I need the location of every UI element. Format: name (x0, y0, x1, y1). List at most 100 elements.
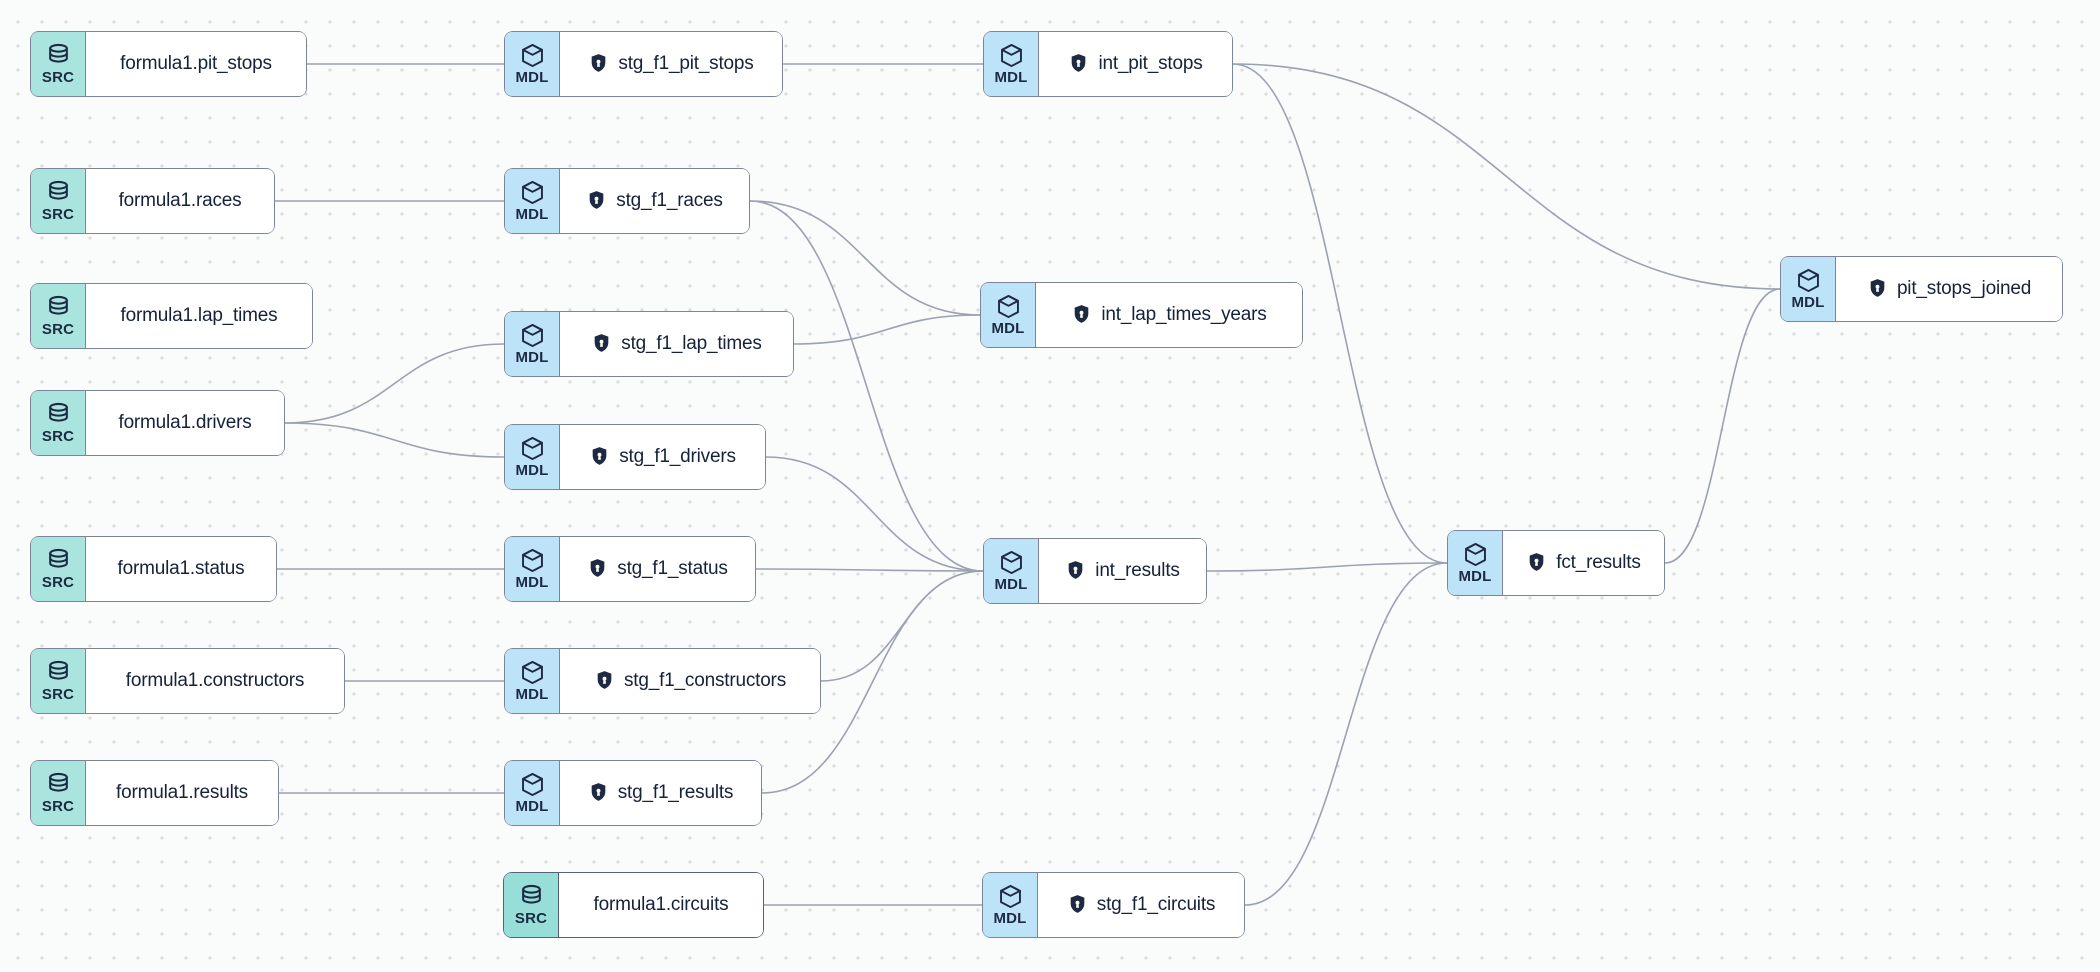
cube-icon (997, 883, 1024, 910)
node-type-cell: SRC (31, 537, 86, 601)
node-src_pit_stops[interactable]: SRC formula1.pit_stops (30, 31, 307, 97)
node-stg_lap_times[interactable]: MDL stg_f1_lap_times (504, 311, 794, 377)
edge-stg_drivers-int_results (765, 456, 984, 572)
node-stg_status[interactable]: MDL stg_f1_status (504, 536, 756, 602)
node-type-label: SRC (41, 574, 75, 592)
node-int_pit_stops[interactable]: MDL int_pit_stops (983, 31, 1233, 97)
node-label: stg_f1_constructors (623, 670, 786, 691)
node-type-cell: MDL (983, 873, 1038, 937)
node-pit_stops_joined[interactable]: MDL pit_stops_joined (1780, 256, 2063, 322)
database-icon (45, 42, 72, 69)
edge-stg_races-int_lap_times_years (749, 200, 981, 316)
shield-icon (1065, 560, 1086, 583)
node-type-cell: MDL (981, 283, 1036, 347)
cube-icon (519, 322, 546, 349)
node-type-label: SRC (41, 428, 75, 446)
node-type-label: SRC (41, 69, 75, 87)
cube-icon (1462, 541, 1489, 568)
node-type-label: SRC (41, 798, 75, 816)
node-src_results[interactable]: SRC formula1.results (30, 760, 279, 826)
node-label: pit_stops_joined (1896, 278, 2032, 299)
node-stg_results[interactable]: MDL stg_f1_results (504, 760, 762, 826)
node-type-cell: SRC (31, 649, 86, 713)
node-stg_constructors[interactable]: MDL stg_f1_constructors (504, 648, 821, 714)
node-label: formula1.lap_times (120, 305, 278, 326)
node-stg_pit_stops[interactable]: MDL stg_f1_pit_stops (504, 31, 783, 97)
node-type-cell: MDL (505, 537, 560, 601)
node-type-label: MDL (515, 462, 549, 480)
node-src_status[interactable]: SRC formula1.status (30, 536, 277, 602)
node-label: stg_f1_status (617, 558, 728, 579)
shield-icon (594, 670, 615, 693)
node-label: stg_f1_races (616, 190, 723, 211)
database-icon (45, 401, 72, 428)
database-icon (45, 659, 72, 686)
node-fct_results[interactable]: MDL fct_results (1447, 530, 1665, 596)
cube-icon (519, 42, 546, 69)
node-stg_drivers[interactable]: MDL stg_f1_drivers (504, 424, 766, 490)
node-type-label: MDL (1458, 568, 1492, 586)
edge-stg_results-int_results (761, 570, 984, 794)
node-type-cell: MDL (505, 169, 560, 233)
node-type-label: SRC (41, 206, 75, 224)
shield-icon (587, 558, 608, 581)
edge-src_drivers-stg_drivers (284, 422, 505, 458)
cube-icon (519, 771, 546, 798)
node-stg_races[interactable]: MDL stg_f1_races (504, 168, 750, 234)
edge-int_results-fct_results (1206, 562, 1448, 572)
node-label: formula1.races (118, 190, 242, 211)
node-type-cell: MDL (1448, 531, 1503, 595)
node-src_circuits[interactable]: SRC formula1.circuits (503, 872, 764, 938)
node-src_drivers[interactable]: SRC formula1.drivers (30, 390, 285, 456)
node-type-label: MDL (1791, 294, 1825, 312)
node-type-label: MDL (994, 576, 1028, 594)
node-src_constructors[interactable]: SRC formula1.constructors (30, 648, 345, 714)
shield-icon (1867, 278, 1888, 301)
edge-stg_status-int_results (755, 568, 984, 572)
node-label: int_pit_stops (1098, 53, 1203, 74)
cube-icon (998, 549, 1025, 576)
node-label: fct_results (1556, 552, 1641, 573)
node-type-label: MDL (515, 206, 549, 224)
node-type-cell: MDL (505, 32, 560, 96)
node-type-cell: MDL (505, 312, 560, 376)
node-src_races[interactable]: SRC formula1.races (30, 168, 275, 234)
edge-stg_races-int_results (749, 200, 984, 572)
node-type-cell: MDL (984, 32, 1039, 96)
node-label: formula1.constructors (125, 670, 305, 691)
edge-int_pit_stops-fct_results (1232, 63, 1448, 564)
node-label: stg_f1_lap_times (621, 333, 762, 354)
node-type-cell: MDL (505, 649, 560, 713)
shield-icon (1071, 304, 1092, 327)
cube-icon (1795, 267, 1822, 294)
node-type-cell: MDL (505, 761, 560, 825)
node-label: formula1.pit_stops (120, 53, 272, 74)
node-type-cell: SRC (31, 761, 86, 825)
node-int_lap_times_years[interactable]: MDL int_lap_times_years (980, 282, 1303, 348)
node-label: stg_f1_circuits (1096, 894, 1216, 915)
node-type-cell: SRC (31, 169, 86, 233)
node-label: formula1.drivers (118, 412, 252, 433)
node-type-label: MDL (515, 574, 549, 592)
node-type-cell: MDL (984, 539, 1039, 603)
node-type-label: MDL (515, 798, 549, 816)
cube-icon (519, 547, 546, 574)
node-type-label: MDL (515, 69, 549, 87)
shield-icon (588, 782, 609, 805)
cube-icon (519, 659, 546, 686)
node-type-label: SRC (514, 910, 548, 928)
node-type-label: MDL (991, 320, 1025, 338)
node-src_lap_times[interactable]: SRC formula1.lap_times (30, 283, 313, 349)
node-type-label: MDL (515, 349, 549, 367)
node-stg_circuits[interactable]: MDL stg_f1_circuits (982, 872, 1245, 938)
node-label: stg_f1_pit_stops (618, 53, 754, 74)
cube-icon (998, 42, 1025, 69)
shield-icon (1526, 552, 1547, 575)
database-icon (45, 179, 72, 206)
cube-icon (519, 435, 546, 462)
node-int_results[interactable]: MDL int_results (983, 538, 1207, 604)
node-type-label: SRC (41, 686, 75, 704)
node-type-cell: MDL (1781, 257, 1836, 321)
edge-stg_lap_times-int_lap_times_years (793, 314, 981, 345)
